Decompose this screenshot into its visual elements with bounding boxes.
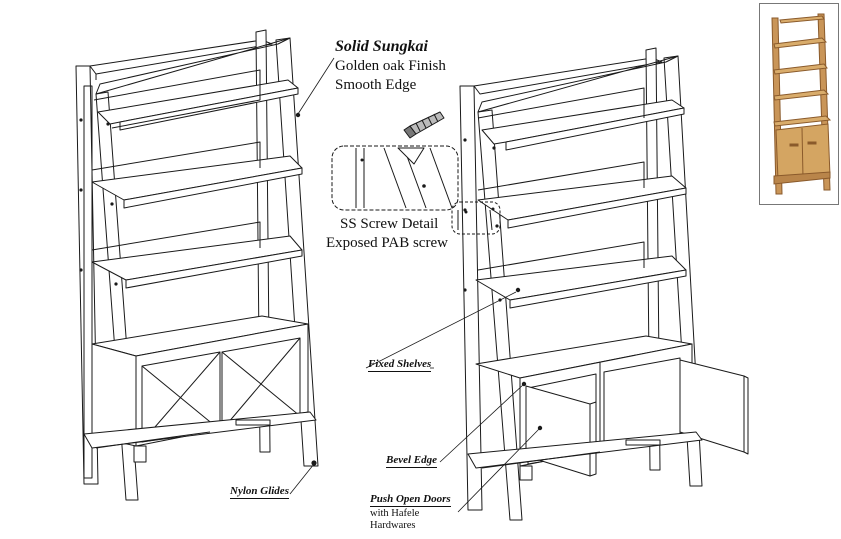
bevel-edge-callout: Bevel Edge (386, 454, 438, 468)
material-finish: Golden oak Finish (335, 58, 446, 74)
screw-detail-title: SS Screw Detail (340, 216, 439, 232)
fixed-shelves-callout: Fixed Shelves (368, 358, 432, 372)
nylon-glides-callout: Nylon Glides (230, 485, 289, 499)
nylon-glides-label: Nylon Glides (230, 485, 289, 499)
screw-detail-zoom (331, 145, 501, 235)
screw-icon (403, 111, 445, 139)
bevel-edge-label: Bevel Edge (386, 454, 438, 468)
bookcase-open-drawing (459, 47, 749, 521)
product-photo (759, 3, 839, 205)
bookcase-closed-drawing (75, 29, 319, 501)
material-edge: Smooth Edge (335, 77, 417, 93)
push-open-doors-sub2: Hardwares (370, 520, 416, 531)
push-open-doors-callout: Push Open Doors (370, 493, 451, 507)
push-open-doors-label: Push Open Doors (370, 493, 451, 507)
material-title: Solid Sungkai (335, 38, 428, 55)
push-open-doors-sub1: with Hafele (370, 508, 420, 519)
fixed-shelves-label: Fixed Shelves (368, 358, 432, 372)
screw-detail-subtitle: Exposed PAB screw (326, 235, 448, 251)
